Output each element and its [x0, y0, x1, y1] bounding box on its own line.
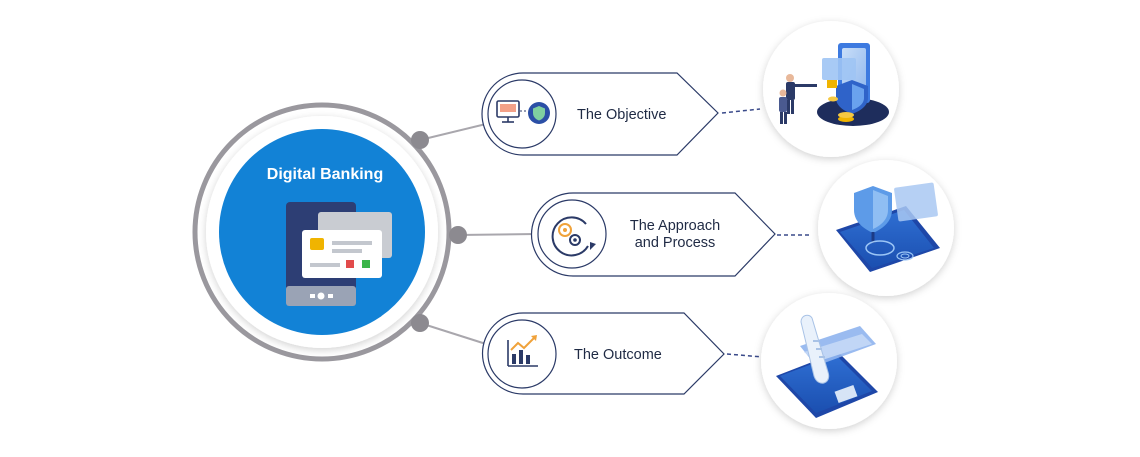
- gear-process-icon: [551, 216, 596, 257]
- approach-label-line-2: and Process: [634, 235, 716, 251]
- growth-chart-icon: [507, 335, 538, 367]
- monitor-shield-icon: [496, 100, 550, 124]
- coins-security-illustration: [763, 21, 899, 157]
- step-objective[interactable]: [481, 72, 761, 156]
- ring-node-bottom: [411, 314, 429, 332]
- step-outcome[interactable]: [481, 312, 764, 395]
- step-approach[interactable]: [530, 192, 812, 277]
- fingerprint-shield-illustration: [818, 160, 954, 296]
- ring-node-top: [411, 131, 429, 149]
- ring-node-middle: [449, 226, 467, 244]
- step-objective-label: The Objective: [577, 107, 707, 124]
- step-approach-label: The Approach and Process: [610, 218, 740, 252]
- center-title: Digital Banking: [266, 166, 384, 183]
- phone-card-icon: [286, 202, 392, 306]
- step-outcome-label: The Outcome: [574, 347, 704, 364]
- outcome-label-line: The Outcome: [574, 347, 662, 363]
- approach-label-line-1: The Approach: [629, 218, 721, 234]
- receipt-payment-illustration: [761, 293, 897, 429]
- connector-lines: [419, 123, 537, 345]
- objective-label-line: The Objective: [577, 107, 667, 123]
